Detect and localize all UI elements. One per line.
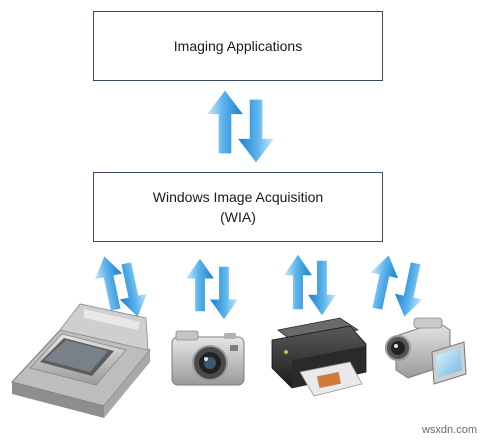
up-arrow-icon <box>284 254 312 310</box>
scanner-icon <box>11 303 151 418</box>
wia-label-line1: Windows Image Acquisition <box>152 189 324 205</box>
arrow-pair-printer <box>284 254 336 316</box>
down-arrow-icon <box>238 99 274 163</box>
up-arrow-icon <box>363 252 403 312</box>
video-camera-icon <box>385 317 467 385</box>
down-arrow-icon <box>210 266 238 320</box>
arrow-pair-video-camera <box>363 252 430 320</box>
printer-icon <box>271 317 367 397</box>
down-arrow-icon <box>308 260 336 316</box>
camera-icon <box>171 330 245 386</box>
arrow-pair-apps-wia <box>207 90 274 163</box>
imaging-applications-box: Imaging Applications <box>93 11 383 81</box>
imaging-applications-label: Imaging Applications <box>173 38 303 54</box>
arrow-pair-camera <box>186 258 238 320</box>
down-arrow-icon <box>112 260 152 320</box>
up-arrow-icon <box>207 90 243 154</box>
wia-label-line2: (WIA) <box>220 209 256 225</box>
wia-box: Windows Image Acquisition (WIA) <box>93 172 383 242</box>
down-arrow-icon <box>390 260 430 320</box>
up-arrow-icon <box>186 258 214 312</box>
up-arrow-icon <box>90 253 130 313</box>
watermark: wsxdn.com <box>421 424 477 436</box>
